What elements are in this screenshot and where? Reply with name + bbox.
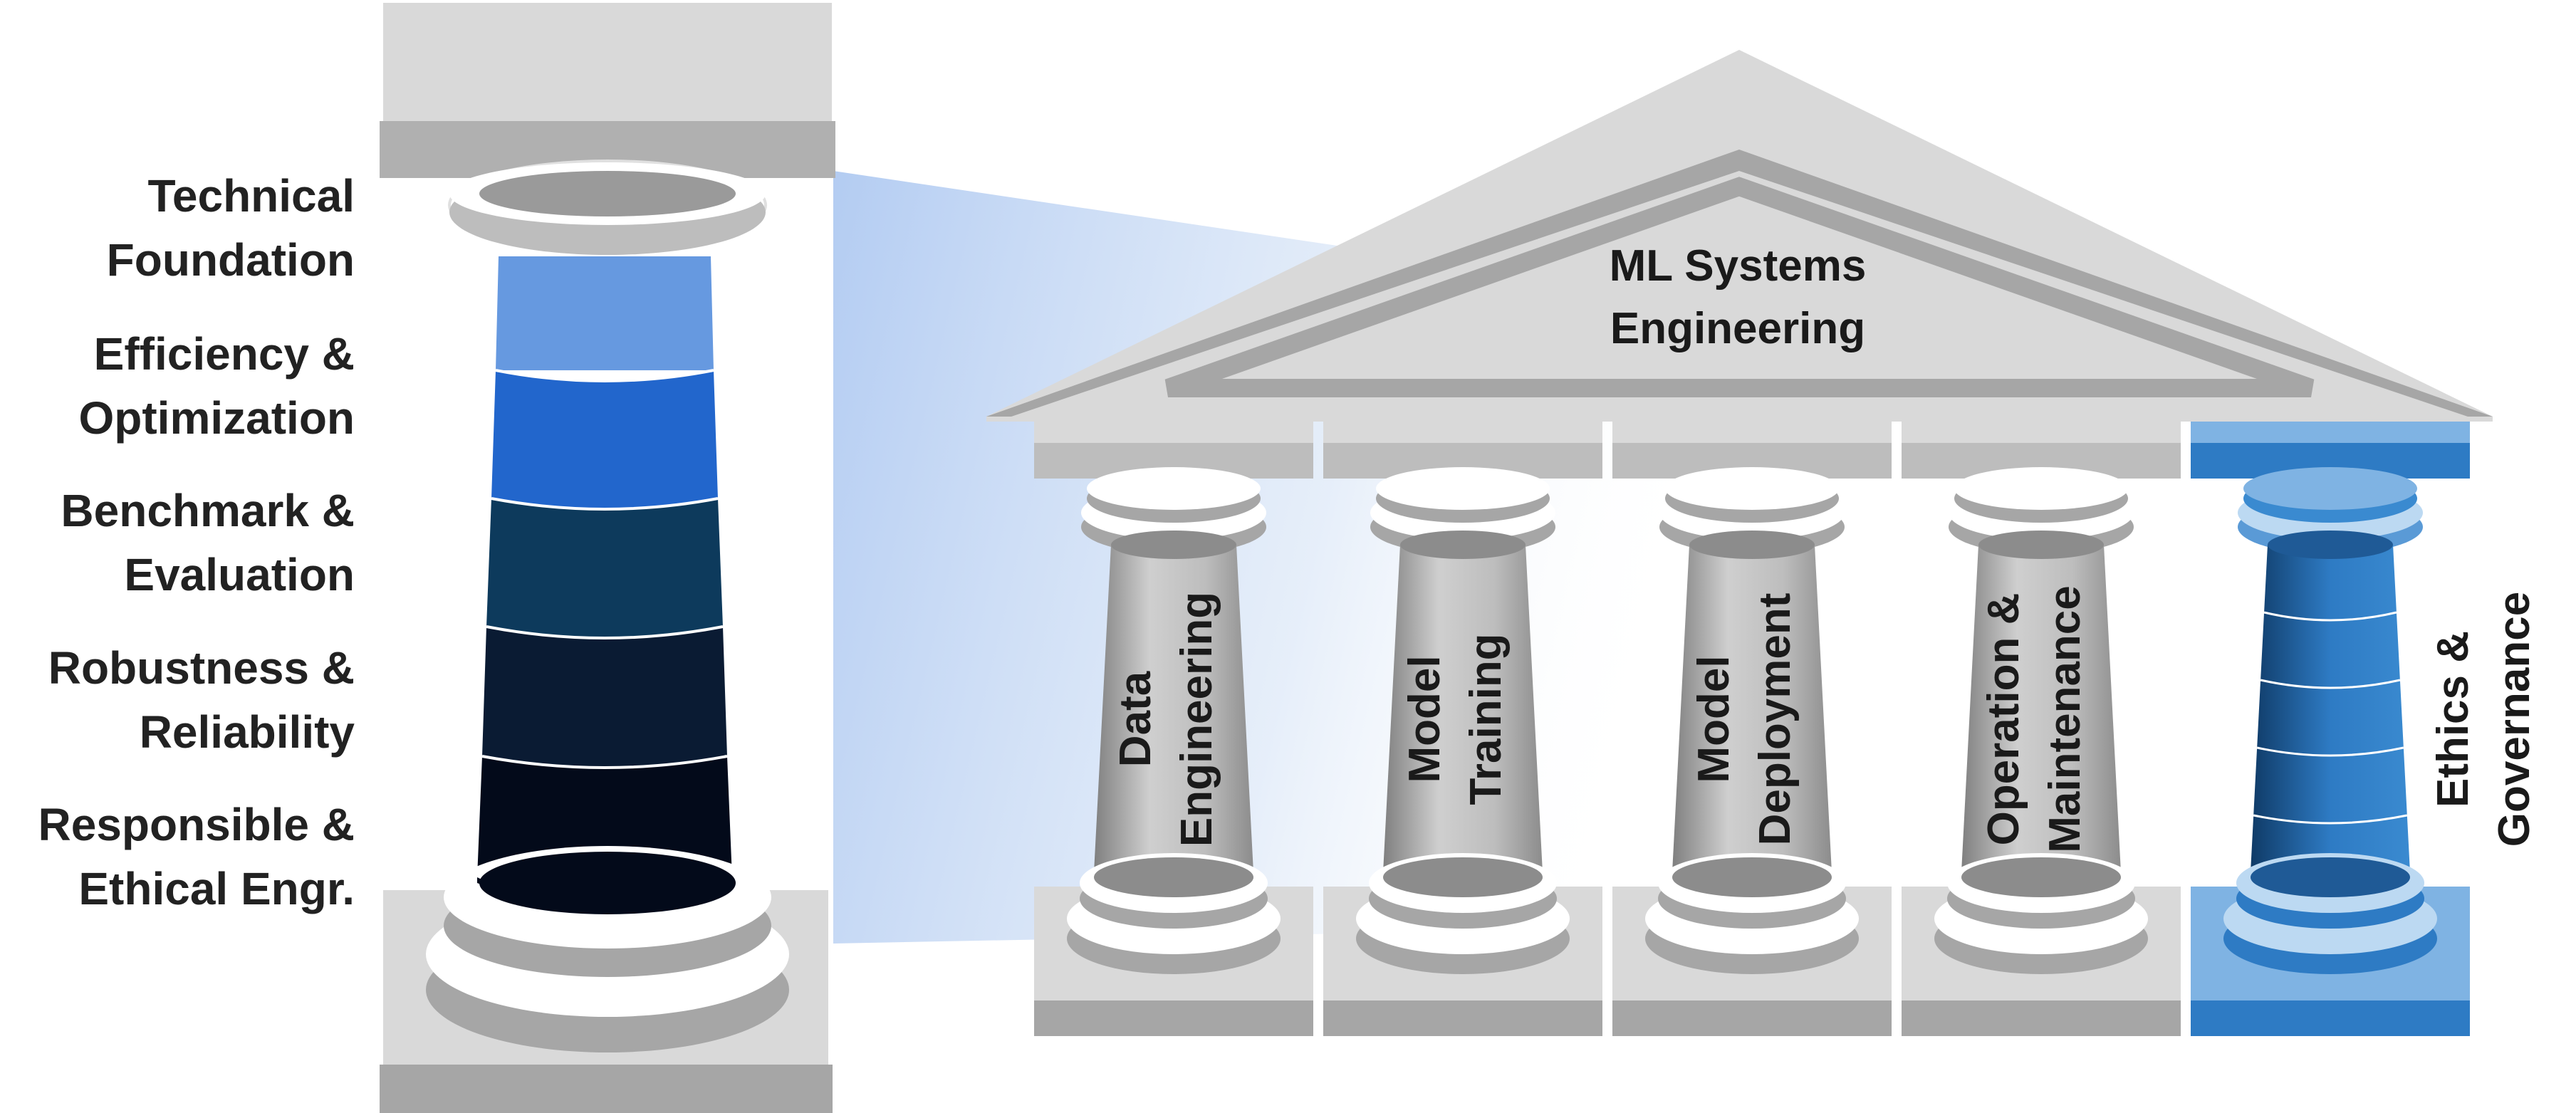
label-robustness-reliability: Robustness & Reliability: [0, 636, 355, 764]
temple-column-5-base: [2191, 853, 2470, 1036]
temple-column-3-base: [1612, 853, 1892, 1036]
label-line: Responsible &: [38, 799, 355, 850]
label-line: Model: [1400, 655, 1449, 783]
pillar-label-model-training: Model Training: [1394, 633, 1517, 805]
label-line: Governance: [2490, 591, 2539, 847]
temple-column-1-shaft: [1094, 531, 1253, 887]
label-line: Model: [1689, 655, 1738, 783]
pillar-label-ethics-governance: Ethics & Governance: [2423, 592, 2545, 847]
label-line: Evaluation: [124, 549, 355, 600]
big-pillar-capital-top: [383, 3, 832, 124]
label-line: Deployment: [1751, 592, 1800, 846]
temple: [986, 50, 2493, 1036]
roof-title-line: ML Systems: [1609, 241, 1867, 291]
temple-column-1-capital: [1034, 422, 1313, 554]
pillar-label-data-engineering: Data Engineering: [1105, 592, 1228, 847]
temple-column-5-capital: [2191, 422, 2470, 554]
temple-column-2-shaft: [1383, 531, 1543, 887]
label-line: Ethical Engr.: [78, 863, 355, 914]
pillar-label-model-deployment: Model Deployment: [1684, 593, 1806, 846]
pillar-label-operation-maintenance: Operation & Maintenance: [1973, 585, 2096, 853]
label-line: Data: [1111, 671, 1160, 768]
roof-title: ML Systems Engineering: [1538, 235, 1937, 360]
layer-robustness-reliability: [482, 627, 727, 768]
layer-benchmark-evaluation: [486, 498, 723, 638]
temple-column-1-base: [1034, 853, 1313, 1036]
label-technical-foundation: Technical Foundation: [0, 164, 355, 292]
layer-efficiency-optimization: [491, 370, 718, 509]
label-line: Efficiency &: [93, 328, 355, 380]
label-line: Engineering: [1172, 591, 1221, 847]
label-line: Optimization: [78, 392, 355, 444]
label-line: Operation &: [1979, 592, 2028, 846]
temple-column-3-shaft: [1672, 531, 1832, 887]
label-line: Maintenance: [2040, 585, 2090, 853]
label-benchmark-evaluation: Benchmark & Evaluation: [0, 479, 355, 607]
temple-column-2-base: [1323, 853, 1602, 1036]
layer-technical-foundation: [496, 256, 714, 370]
temple-column-4-capital: [1902, 422, 2181, 554]
temple-column-4-base: [1902, 853, 2181, 1036]
temple-column-2-capital: [1323, 422, 1602, 554]
label-line: Training: [1461, 633, 1511, 805]
big-pillar-base-bottom: [380, 1065, 833, 1113]
temple-column-4-shaft: [1961, 531, 2121, 887]
big-pillar: [380, 3, 835, 1113]
label-responsible-ethical: Responsible & Ethical Engr.: [0, 793, 355, 921]
label-line: Technical: [147, 170, 355, 221]
label-line: Reliability: [139, 706, 355, 758]
label-efficiency-optimization: Efficiency & Optimization: [0, 322, 355, 450]
label-line: Ethics &: [2429, 630, 2478, 808]
temple-column-5-shaft: [2251, 531, 2410, 887]
label-line: Benchmark &: [61, 485, 355, 536]
label-line: Foundation: [106, 234, 355, 286]
roof-pediment: [1164, 177, 2315, 397]
label-line: Robustness &: [48, 642, 355, 694]
roof-title-line: Engineering: [1610, 304, 1866, 353]
